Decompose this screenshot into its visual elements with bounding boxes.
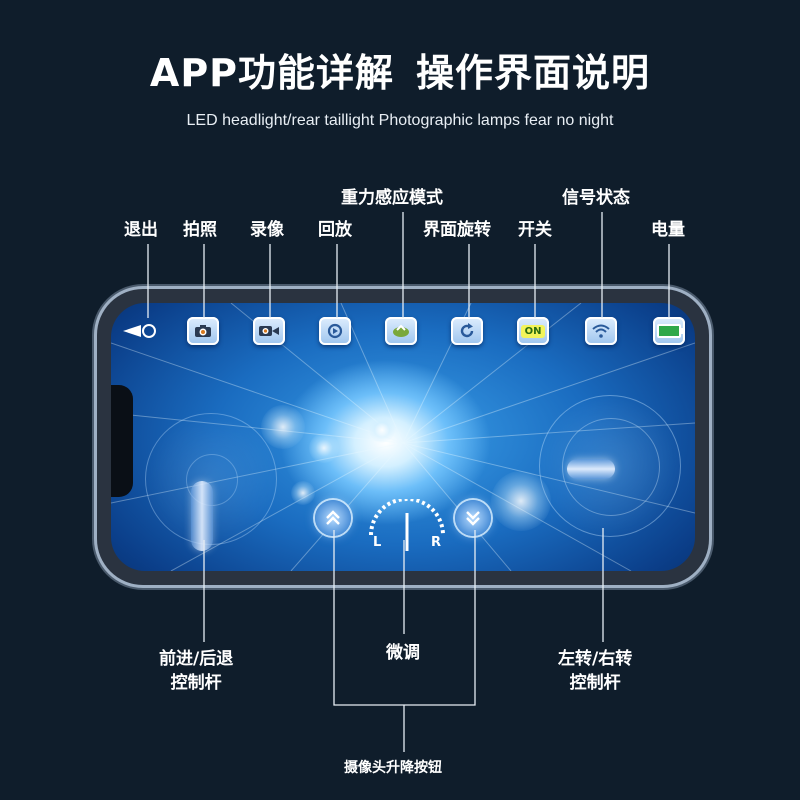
signal-status-button[interactable] — [585, 317, 617, 345]
callout-camera-lift: 摄像头升降按钮 — [344, 760, 442, 776]
joystick-ring — [562, 418, 660, 516]
video-button[interactable] — [253, 317, 285, 345]
trim-right-label[interactable]: R — [431, 535, 442, 550]
camera-down-button[interactable] — [455, 500, 491, 536]
gravity-sensor-icon — [393, 324, 409, 337]
rotate-ui-button[interactable] — [451, 317, 483, 345]
callout-turn-line1: 左转/右转 — [558, 649, 633, 669]
gravity-mode-button[interactable] — [385, 317, 417, 345]
bubble-glow — [369, 417, 395, 443]
callout-battery: 电量 — [651, 220, 685, 240]
callout-signal-status: 信号状态 — [562, 188, 630, 208]
playback-button[interactable] — [319, 317, 351, 345]
callout-rotate-ui: 界面旋转 — [423, 220, 491, 240]
callout-photo: 拍照 — [183, 220, 217, 240]
playback-icon — [327, 323, 343, 339]
callout-trim: 微调 — [386, 643, 420, 663]
trim-gauge[interactable] — [357, 499, 457, 559]
video-camera-icon — [259, 326, 279, 336]
callout-playback: 回放 — [318, 220, 352, 240]
callout-forward-back-line2: 控制杆 — [170, 673, 222, 693]
turn-joystick-knob[interactable] — [567, 459, 615, 479]
wifi-signal-icon — [592, 324, 610, 338]
camera-icon — [195, 325, 211, 337]
top-toolbar: ON — [111, 303, 695, 355]
chevron-down-icon — [466, 511, 480, 526]
callout-turn-line2: 控制杆 — [569, 673, 621, 693]
bubble-glow — [291, 481, 315, 505]
exit-icon[interactable] — [123, 321, 159, 341]
callout-gravity-mode: 重力感应模式 — [341, 188, 443, 208]
rotate-icon — [460, 323, 474, 338]
page-subtitle: LED headlight/rear taillight Photographi… — [186, 112, 614, 129]
title-left: APP功能详解 — [149, 51, 395, 95]
bubble-glow — [261, 405, 305, 449]
callout-video: 录像 — [250, 220, 284, 240]
bubble-glow — [309, 433, 339, 463]
power-switch-button[interactable]: ON — [517, 317, 549, 345]
title-right: 操作界面说明 — [416, 51, 651, 95]
power-switch-icon: ON — [520, 324, 546, 338]
phone-frame: ON — [97, 289, 709, 585]
page-title: APP功能详解操作界面说明 — [0, 42, 800, 97]
battery-icon — [657, 324, 684, 338]
phone-notch — [111, 385, 133, 497]
callout-forward-back-line1: 前进/后退 — [159, 649, 234, 669]
battery-indicator — [653, 317, 685, 345]
callout-exit: 退出 — [124, 220, 158, 240]
forward-back-joystick-knob[interactable] — [191, 481, 213, 551]
callout-turn: 左转/右转 控制杆 — [558, 647, 632, 695]
chevron-up-icon — [326, 510, 340, 525]
photo-button[interactable] — [187, 317, 219, 345]
callout-switch: 开关 — [518, 220, 552, 240]
camera-up-button[interactable] — [315, 500, 351, 536]
trim-left-label[interactable]: L — [373, 535, 382, 550]
app-screen: ON — [111, 303, 695, 571]
callout-forward-back: 前进/后退 控制杆 — [159, 647, 233, 695]
